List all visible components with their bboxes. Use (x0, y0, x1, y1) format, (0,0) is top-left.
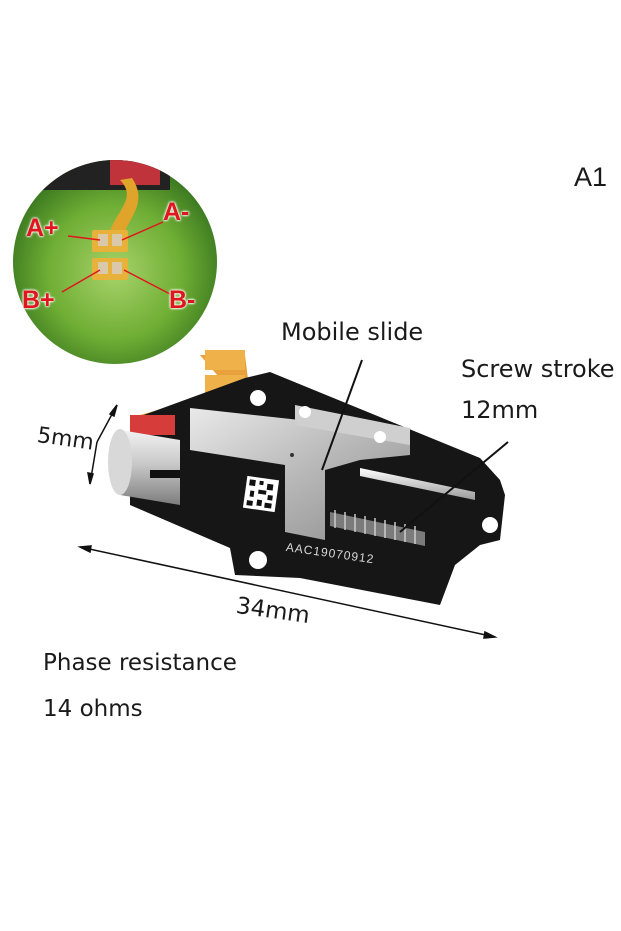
width-dimension-arrow (87, 404, 118, 485)
pin-a-minus-label: A- (163, 198, 190, 226)
screw-stroke-pointer (399, 441, 509, 533)
mobile-slide-pointer (321, 359, 363, 471)
mobile-slide-label: Mobile slide (281, 318, 424, 346)
pin-a-plus-label: A+ (26, 214, 59, 242)
motor-body (108, 372, 505, 605)
phase-resistance-label: Phase resistance (43, 650, 237, 676)
connector-inset (13, 160, 217, 364)
screw-stroke-label: Screw stroke (461, 355, 615, 383)
pin-b-plus-label: B+ (22, 286, 55, 314)
screw-stroke-value: 12mm (461, 396, 539, 424)
phase-resistance-value: 14 ohms (43, 696, 143, 722)
pin-b-minus-label: B- (169, 286, 196, 314)
length-dimension-arrow (77, 545, 498, 639)
variant-label: A1 (574, 162, 608, 192)
